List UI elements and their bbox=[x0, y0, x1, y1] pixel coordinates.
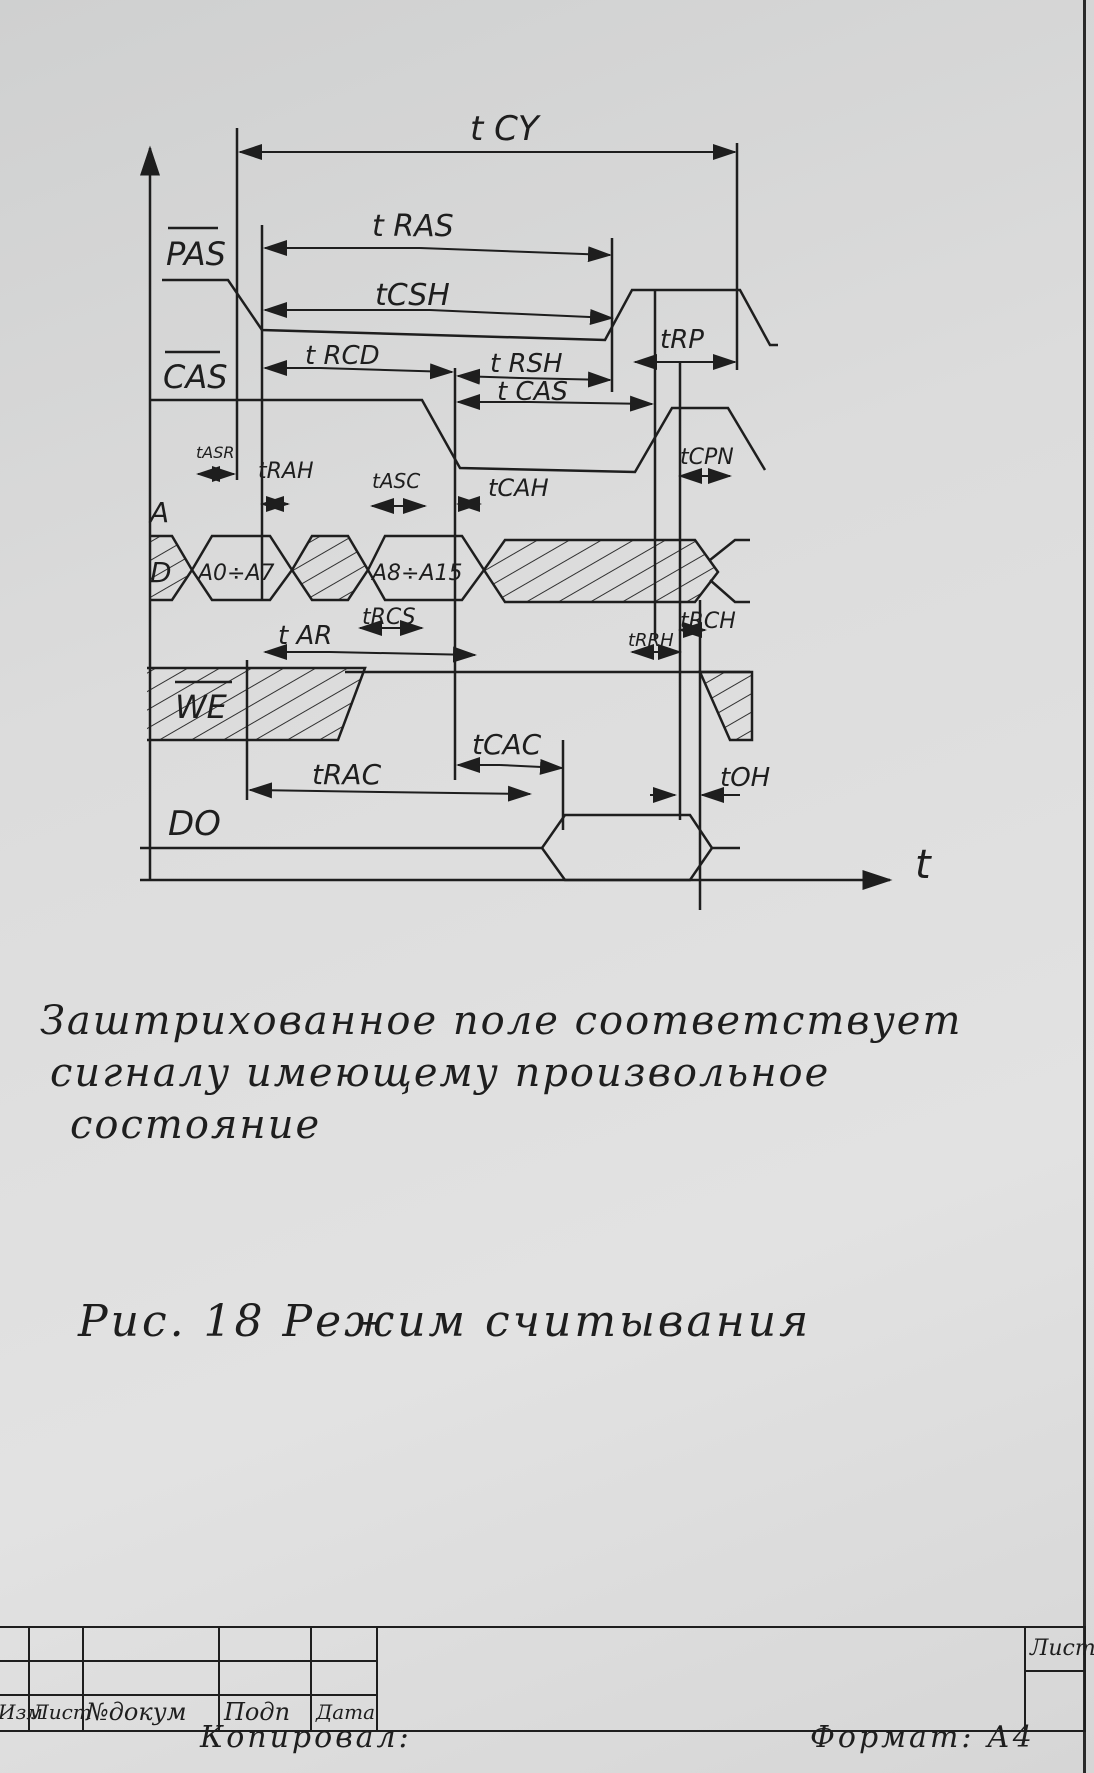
figure-caption: Рис. 18 Режим считывания bbox=[78, 1296, 812, 1347]
col-date: Дата bbox=[316, 1700, 376, 1724]
tasr-label: tASR bbox=[196, 443, 235, 462]
trcd-label: t RCD bbox=[305, 341, 380, 371]
note-line-2: сигналу имеющему произвольное bbox=[50, 1050, 831, 1096]
toh-label: tOH bbox=[720, 763, 770, 793]
row-address-label: A0÷A7 bbox=[196, 561, 275, 586]
tcsh-label: tCSH bbox=[375, 278, 450, 313]
col-list: Лист bbox=[32, 1700, 92, 1724]
signal-do-label: DO bbox=[168, 804, 221, 844]
trsh-label: t RSH bbox=[490, 349, 563, 379]
trp-label: tRP bbox=[660, 325, 704, 355]
time-axis-label: t bbox=[915, 842, 932, 888]
tar-label: t AR bbox=[278, 621, 332, 651]
note-line-3: состояние bbox=[70, 1102, 322, 1148]
sheet-label: Лист bbox=[1030, 1636, 1094, 1661]
signal-a-label: A bbox=[148, 496, 169, 529]
title-block: Изм Лист №докум Подп Дата Лист bbox=[0, 1626, 1094, 1748]
tcah-label: tCAH bbox=[488, 474, 549, 502]
tcpn-label: tCPN bbox=[680, 445, 734, 470]
title-block-main bbox=[376, 1626, 1026, 1732]
timing-diagram: PAS CAS A D WE DO t A0÷A7 A8÷A15 t CY t … bbox=[140, 109, 932, 910]
col-sign: Подп bbox=[224, 1698, 291, 1726]
format-label: Формат: А4 bbox=[810, 1720, 1035, 1755]
note-line-1: Заштрихованное поле соответствует bbox=[40, 998, 963, 1044]
hatching-note: Заштрихованное поле соответствует сигнал… bbox=[40, 995, 1000, 1151]
cas-waveform bbox=[150, 398, 767, 474]
trac-label: tRAC bbox=[312, 758, 382, 791]
tras-label: t RAS bbox=[372, 209, 454, 244]
trah-label: tRAH bbox=[258, 459, 314, 484]
tcy-label: t CY bbox=[470, 109, 541, 149]
col-izm: Изм bbox=[0, 1700, 43, 1724]
col-doc: №докум bbox=[86, 1698, 187, 1726]
tcas-label: t CAS bbox=[497, 377, 568, 407]
tcac-label: tCAC bbox=[472, 728, 542, 761]
column-address-label: A8÷A15 bbox=[370, 561, 463, 586]
data-out-waveform bbox=[140, 813, 714, 882]
tasc-label: tASC bbox=[372, 469, 420, 493]
ras-waveform bbox=[162, 278, 778, 347]
copied-by-label: Копировал: bbox=[200, 1720, 412, 1755]
signal-we-label: WE bbox=[175, 688, 228, 726]
signal-cas-label: CAS bbox=[163, 358, 228, 396]
signal-d-label: D bbox=[150, 556, 172, 589]
trch-label: tRCH bbox=[680, 609, 736, 634]
signal-ras-label: PAS bbox=[166, 235, 226, 273]
trrh-label: tRRH bbox=[628, 630, 674, 651]
trcs-label: tRCS bbox=[362, 605, 416, 630]
